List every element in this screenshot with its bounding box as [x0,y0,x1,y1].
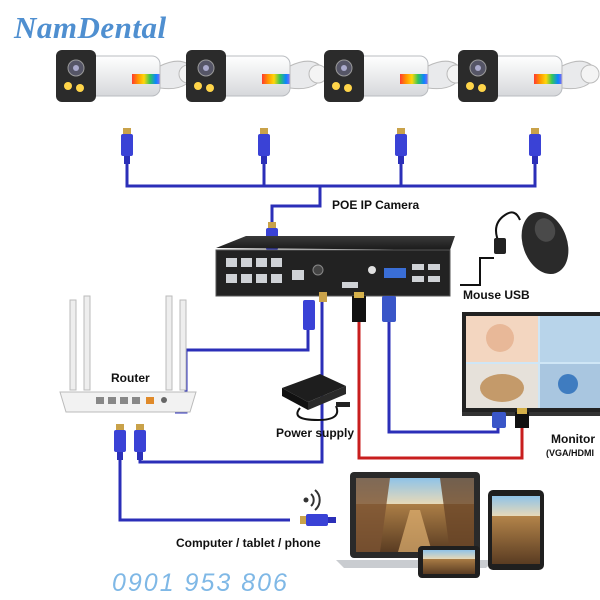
smartphone [418,546,480,578]
hdmi-cable [357,322,524,460]
label-mouse-usb: Mouse USB [463,288,530,302]
router-connector-1 [114,424,126,460]
phone-watermark: 0901 953 806 [112,569,289,597]
power-adapter [282,374,350,422]
monitor-connectors [492,408,529,428]
camera-2 [185,49,328,103]
brand-watermark: NamDental [14,10,167,45]
label-router: Router [111,371,150,385]
nvr-recorder [215,236,455,297]
camera-3 [323,49,466,103]
wifi-router [59,295,197,413]
label-poe-ip-camera: POE IP Camera [332,198,420,212]
camera-4-connector [529,128,541,164]
usb-mouse [460,211,569,286]
label-monitor: Monitor [551,432,595,446]
camera-2-connector [258,128,270,164]
label-computer-tablet-phone: Computer / tablet / phone [176,536,321,550]
label-power-supply: Power supply [276,426,355,440]
laptop [336,472,494,568]
camera-3-connector [395,128,407,164]
monitor [462,312,600,416]
camera-1 [55,49,198,103]
nvr-output-connectors [303,292,396,330]
computer-connector [300,514,336,526]
router-connector-2 [134,424,146,460]
camera-1-connector [121,128,133,164]
camera-4 [457,49,600,103]
label-monitor-ports: (VGA/HDMI [546,448,594,458]
wifi-signal-icon [303,489,321,511]
tablet [488,490,544,570]
